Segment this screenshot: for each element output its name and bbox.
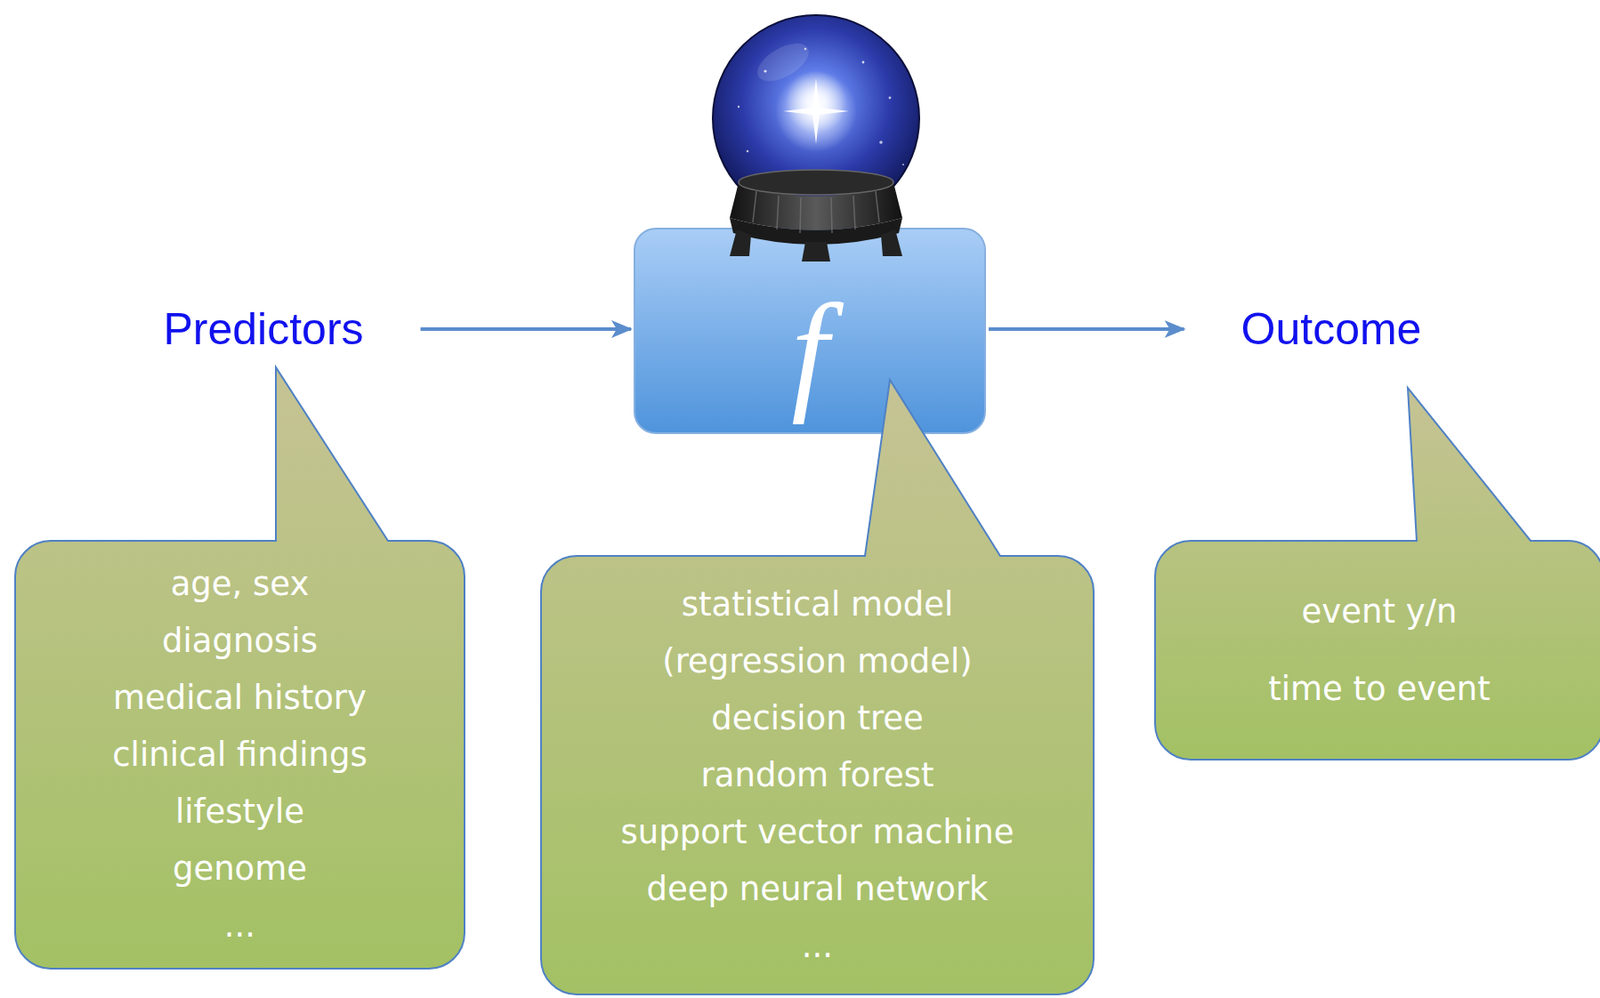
crystal-ball-illustration — [712, 15, 920, 262]
bubble-line: decision tree — [711, 690, 924, 748]
bubble-line: random forest — [701, 747, 935, 805]
callout-bubble-shape — [541, 379, 1094, 995]
function-symbol: f — [791, 283, 829, 418]
bubble-line: statistical model — [681, 576, 954, 634]
bubble-line: (regression model) — [662, 633, 973, 691]
bubble-line: support vector machine — [621, 804, 1015, 862]
heading-node: Outcome — [1187, 297, 1476, 362]
flow-arrow — [420, 327, 631, 332]
bubble-line: genome — [172, 840, 308, 898]
bubble-line: diagnosis — [161, 613, 318, 671]
bubble-line: age, sex — [170, 556, 310, 614]
callout-bubble-shape — [15, 367, 465, 970]
flow-arrow — [988, 327, 1185, 332]
heading-node: Predictors — [109, 297, 417, 362]
callout-bubble: event y/ntime to event — [1155, 541, 1600, 760]
bubble-line: event y/n — [1301, 573, 1458, 651]
node-shapes — [15, 228, 1600, 995]
bubble-line: ... — [224, 897, 256, 955]
function-box-shape — [634, 228, 986, 434]
callout-bubble-shape — [1155, 387, 1600, 760]
function-box: f — [634, 228, 986, 434]
callout-bubble: statistical model(regression model)decis… — [541, 556, 1094, 995]
bubble-line: medical history — [113, 670, 367, 728]
callout-bubble: age, sexdiagnosismedical historyclinical… — [15, 541, 465, 970]
bubble-line: time to event — [1268, 650, 1491, 728]
bubble-line: deep neural network — [646, 861, 988, 919]
bubble-line: clinical findings — [112, 727, 367, 784]
heading-text: Outcome — [1241, 302, 1423, 356]
bubble-line: ... — [801, 918, 833, 976]
heading-text: Predictors — [162, 302, 364, 356]
bubble-line: lifestyle — [175, 783, 305, 841]
